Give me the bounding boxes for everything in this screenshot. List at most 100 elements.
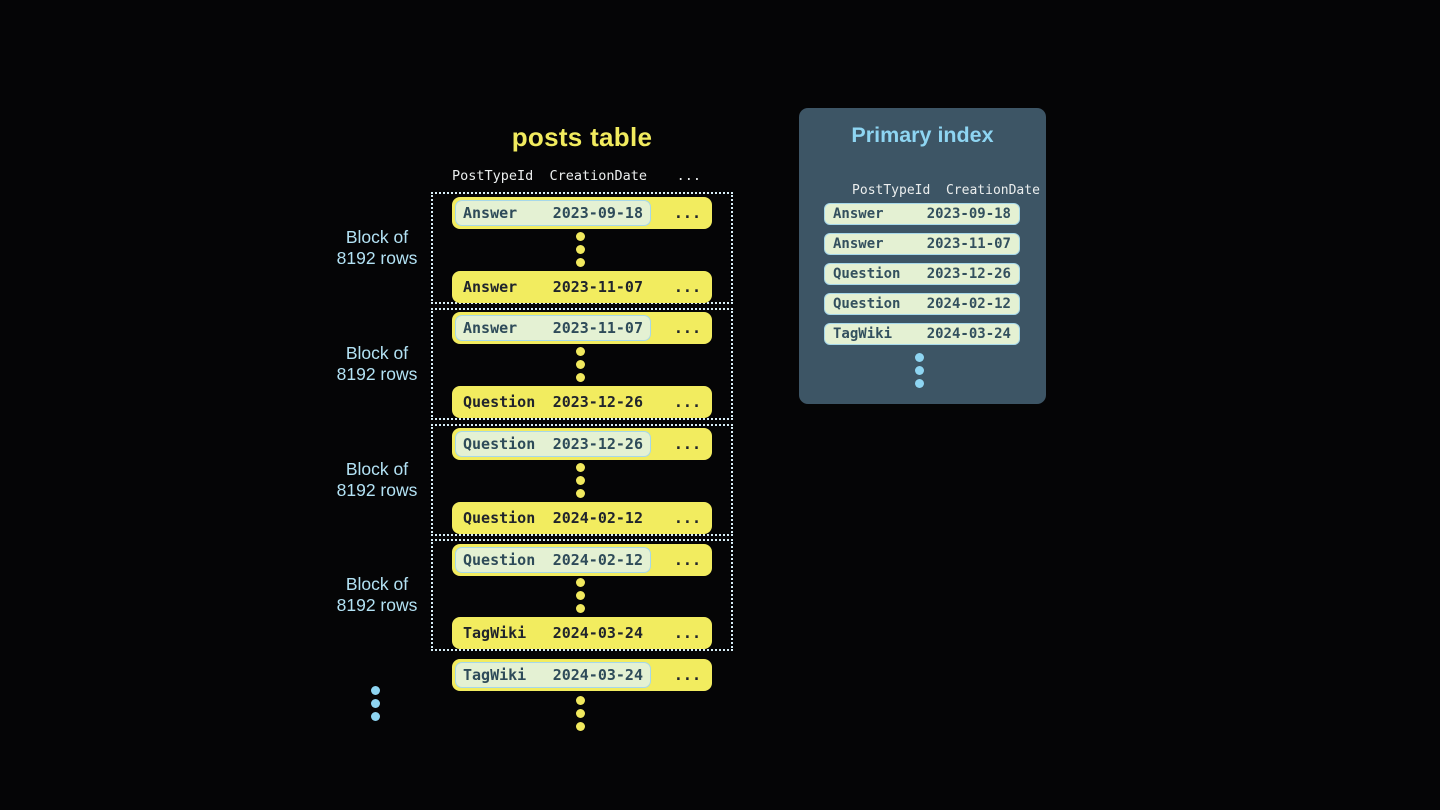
post-type: TagWiki <box>833 326 893 342</box>
table-row: Question 2024-02-12 ... <box>452 544 712 576</box>
block-label-4-line1: Block of <box>345 574 409 594</box>
post-type: TagWiki <box>463 624 527 642</box>
dot <box>576 245 585 254</box>
primary-index-header-creationdate: CreationDate <box>945 183 1040 198</box>
posts-table-header-creationdate: CreationDate <box>549 168 648 184</box>
index-row: Question 2024-02-12 <box>824 293 1020 315</box>
dot <box>915 366 924 375</box>
creation-date: 2024-03-24 <box>552 666 643 684</box>
index-row: Question 2023-12-26 <box>824 263 1020 285</box>
primary-index-panel: Primary index PostTypeId CreationDate An… <box>799 108 1046 404</box>
row-ellipsis: ... <box>673 204 701 222</box>
post-type: Answer <box>833 236 884 252</box>
dot <box>371 699 380 708</box>
creation-date: 2023-12-26 <box>552 435 643 453</box>
dot <box>576 489 585 498</box>
table-row: Answer 2023-11-07 ... <box>452 312 712 344</box>
block-outline-2 <box>431 308 733 420</box>
post-type: Question <box>463 393 536 411</box>
post-type: Answer <box>463 319 518 337</box>
primary-index-header-posttypeid: PostTypeId <box>852 183 931 198</box>
dot <box>915 379 924 388</box>
row-ellipsis: ... <box>673 319 701 337</box>
creation-date: 2024-02-12 <box>926 296 1011 312</box>
dot <box>371 712 380 721</box>
row-ellipsis: ... <box>673 393 701 411</box>
dot <box>576 591 585 600</box>
post-type: Question <box>833 266 901 282</box>
posts-table-title: posts table <box>511 122 653 152</box>
dot <box>576 476 585 485</box>
primary-index-column-headers: PostTypeId CreationDate <box>799 168 1046 213</box>
posts-table-header-ellipsis: ... <box>676 168 701 184</box>
block-label-1-line2: 8192 rows <box>336 248 418 268</box>
dot <box>576 604 585 613</box>
header-spacer <box>930 183 946 198</box>
row-ellipsis: ... <box>673 435 701 453</box>
plain-cell: TagWiki 2024-03-24 <box>455 620 651 646</box>
plain-cell: Question 2023-12-26 <box>455 389 651 415</box>
creation-date: 2024-02-12 <box>552 509 643 527</box>
highlighted-cell: Answer 2023-09-18 <box>455 200 651 226</box>
block-label-4: Block of 8192 rows <box>292 574 462 616</box>
block-label-4-line2: 8192 rows <box>336 595 418 615</box>
block-label-2-line1: Block of <box>345 343 409 363</box>
block-outline-1 <box>431 192 733 304</box>
creation-date: 2023-11-07 <box>926 236 1011 252</box>
block-outline-3 <box>431 424 733 536</box>
dot <box>576 347 585 356</box>
row-ellipsis: ... <box>673 666 701 684</box>
post-type: Answer <box>463 278 518 296</box>
table-row: Question 2024-02-12 ... <box>452 502 712 534</box>
ellipsis-dots-vertical <box>371 686 380 721</box>
post-type: Question <box>463 435 536 453</box>
highlighted-cell: Answer 2023-11-07 <box>455 315 651 341</box>
block-label-2: Block of 8192 rows <box>292 343 462 385</box>
primary-index-title: Primary index <box>851 123 994 147</box>
ellipsis-dots-vertical <box>576 696 585 731</box>
dot <box>576 722 585 731</box>
block-label-3: Block of 8192 rows <box>292 459 462 501</box>
post-type: Question <box>463 509 536 527</box>
dot <box>576 258 585 267</box>
row-ellipsis: ... <box>673 551 701 569</box>
post-type: Answer <box>833 206 884 222</box>
posts-table-column-headers: PostTypeId CreationDate ... <box>452 167 712 185</box>
posts-table-header-posttypeid: PostTypeId <box>452 168 534 184</box>
plain-cell: Answer 2023-11-07 <box>455 274 651 300</box>
creation-date: 2023-09-18 <box>552 204 643 222</box>
creation-date: 2023-12-26 <box>552 393 643 411</box>
block-label-3-line1: Block of <box>345 459 409 479</box>
row-ellipsis: ... <box>673 509 701 527</box>
creation-date: 2023-09-18 <box>926 206 1011 222</box>
dot <box>576 463 585 472</box>
dot <box>576 232 585 241</box>
dot <box>576 578 585 587</box>
block-label-1-line1: Block of <box>345 227 409 247</box>
table-row: Question 2023-12-26 ... <box>452 386 712 418</box>
ellipsis-dots-vertical <box>576 578 585 613</box>
table-row: TagWiki 2024-03-24 ... <box>452 617 712 649</box>
post-type: Question <box>463 551 536 569</box>
table-row: Question 2023-12-26 ... <box>452 428 712 460</box>
ellipsis-dots-vertical <box>576 347 585 382</box>
ellipsis-dots-vertical <box>576 463 585 498</box>
dot <box>371 686 380 695</box>
block-label-2-line2: 8192 rows <box>336 364 418 384</box>
dot <box>576 373 585 382</box>
post-type: Question <box>833 296 901 312</box>
creation-date: 2024-02-12 <box>552 551 643 569</box>
creation-date: 2024-03-24 <box>926 326 1011 342</box>
dot <box>576 709 585 718</box>
dot <box>576 696 585 705</box>
table-row: Answer 2023-09-18 ... <box>452 197 712 229</box>
creation-date: 2023-11-07 <box>552 278 643 296</box>
ellipsis-dots-vertical <box>576 232 585 267</box>
plain-cell: Question 2024-02-12 <box>455 505 651 531</box>
row-ellipsis: ... <box>673 278 701 296</box>
creation-date: 2023-11-07 <box>552 319 643 337</box>
block-label-3-line2: 8192 rows <box>336 480 418 500</box>
index-row: Answer 2023-09-18 <box>824 203 1020 225</box>
index-row: Answer 2023-11-07 <box>824 233 1020 255</box>
